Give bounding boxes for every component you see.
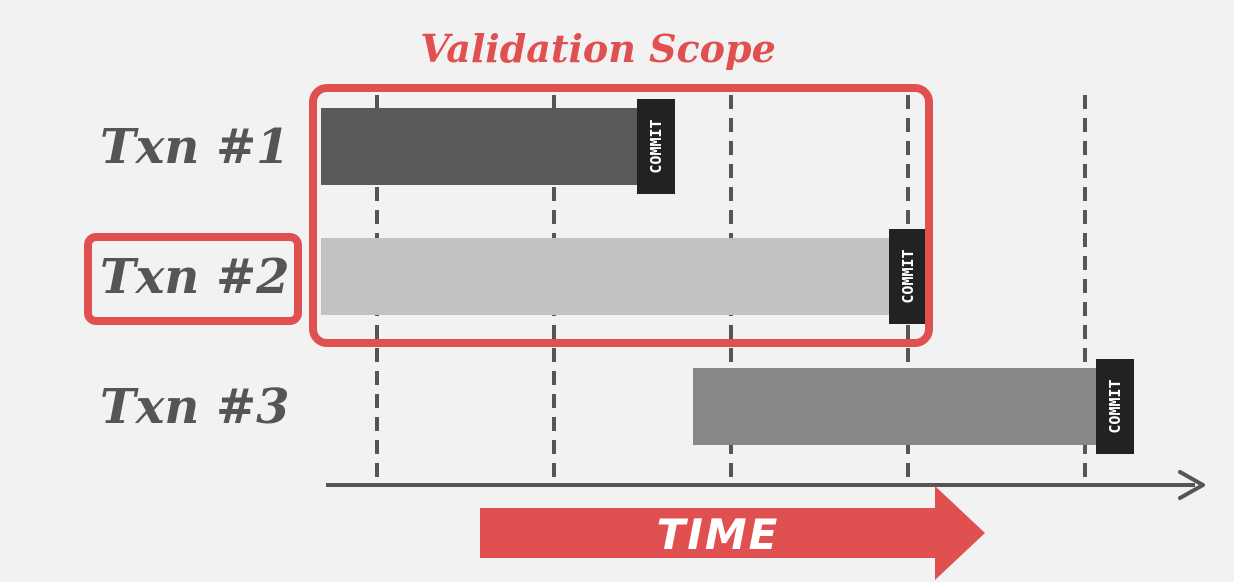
commit-box (1096, 359, 1134, 454)
txn-2-label: Txn #2 (100, 249, 290, 305)
txn-2-commit-label: COMMIT (899, 249, 917, 303)
txn-2-highlight-box (84, 233, 302, 325)
txn-2-commit-marker: COMMIT (889, 229, 927, 324)
txn-3-commit-marker: COMMIT (1096, 359, 1134, 454)
commit-box (637, 99, 675, 194)
validation-scope-title: Validation Scope (420, 26, 776, 71)
txn-1-label: Txn #1 (100, 119, 290, 175)
time-arrow (480, 486, 985, 580)
txn-3-commit-label: COMMIT (1106, 379, 1124, 433)
txn-3-label: Txn #3 (100, 379, 290, 435)
txn-1-commit-marker: COMMIT (637, 99, 675, 194)
time-label: TIME (657, 510, 780, 559)
validation-scope-box (309, 84, 933, 347)
time-axis-arrowhead (1178, 470, 1205, 500)
txn-1-bar (321, 108, 639, 185)
txn-2-bar (321, 238, 891, 315)
commit-box (889, 229, 927, 324)
txn-1-commit-label: COMMIT (647, 119, 665, 173)
txn-3-bar (693, 368, 1098, 445)
